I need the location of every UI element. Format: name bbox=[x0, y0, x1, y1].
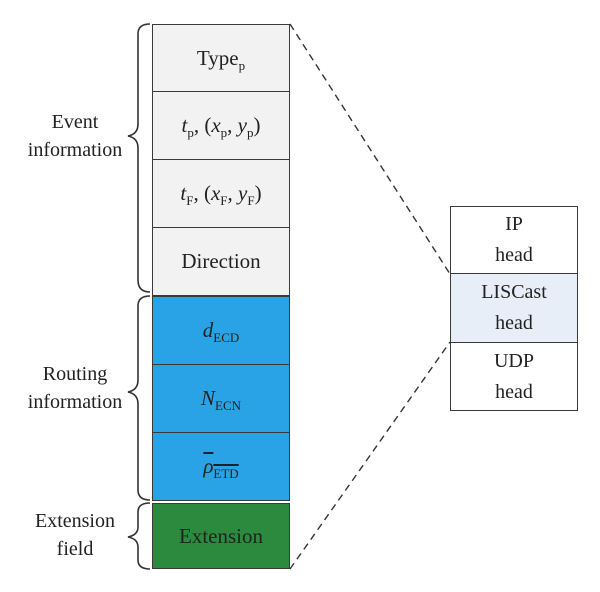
rho-etd-field: ρETD bbox=[152, 432, 290, 501]
zoom-line-bottom bbox=[289, 341, 451, 570]
udp-head-box: UDP head bbox=[450, 342, 578, 411]
tp-position-field: tp, (xp, yp) bbox=[152, 91, 290, 160]
zoom-line-top bbox=[289, 23, 451, 275]
extension-field-label: Extension field bbox=[35, 510, 115, 560]
tf-position-field: tF, (xF, yF) bbox=[152, 159, 290, 228]
type-field: Typep bbox=[152, 24, 290, 92]
d-ecd-field: dECD bbox=[152, 296, 290, 365]
ip-head-box: IP head bbox=[450, 206, 578, 274]
direction-field: Direction bbox=[152, 227, 290, 296]
extension-brace bbox=[127, 502, 151, 570]
n-ecn-field: NECN bbox=[152, 364, 290, 433]
extension-cell: Extension bbox=[152, 503, 290, 569]
event-information-label: Event information bbox=[27, 111, 123, 161]
liscast-head-box: LISCast head bbox=[450, 273, 578, 343]
routing-information-label: Routing information bbox=[27, 363, 123, 413]
event-brace bbox=[127, 23, 151, 293]
routing-brace bbox=[127, 295, 151, 501]
